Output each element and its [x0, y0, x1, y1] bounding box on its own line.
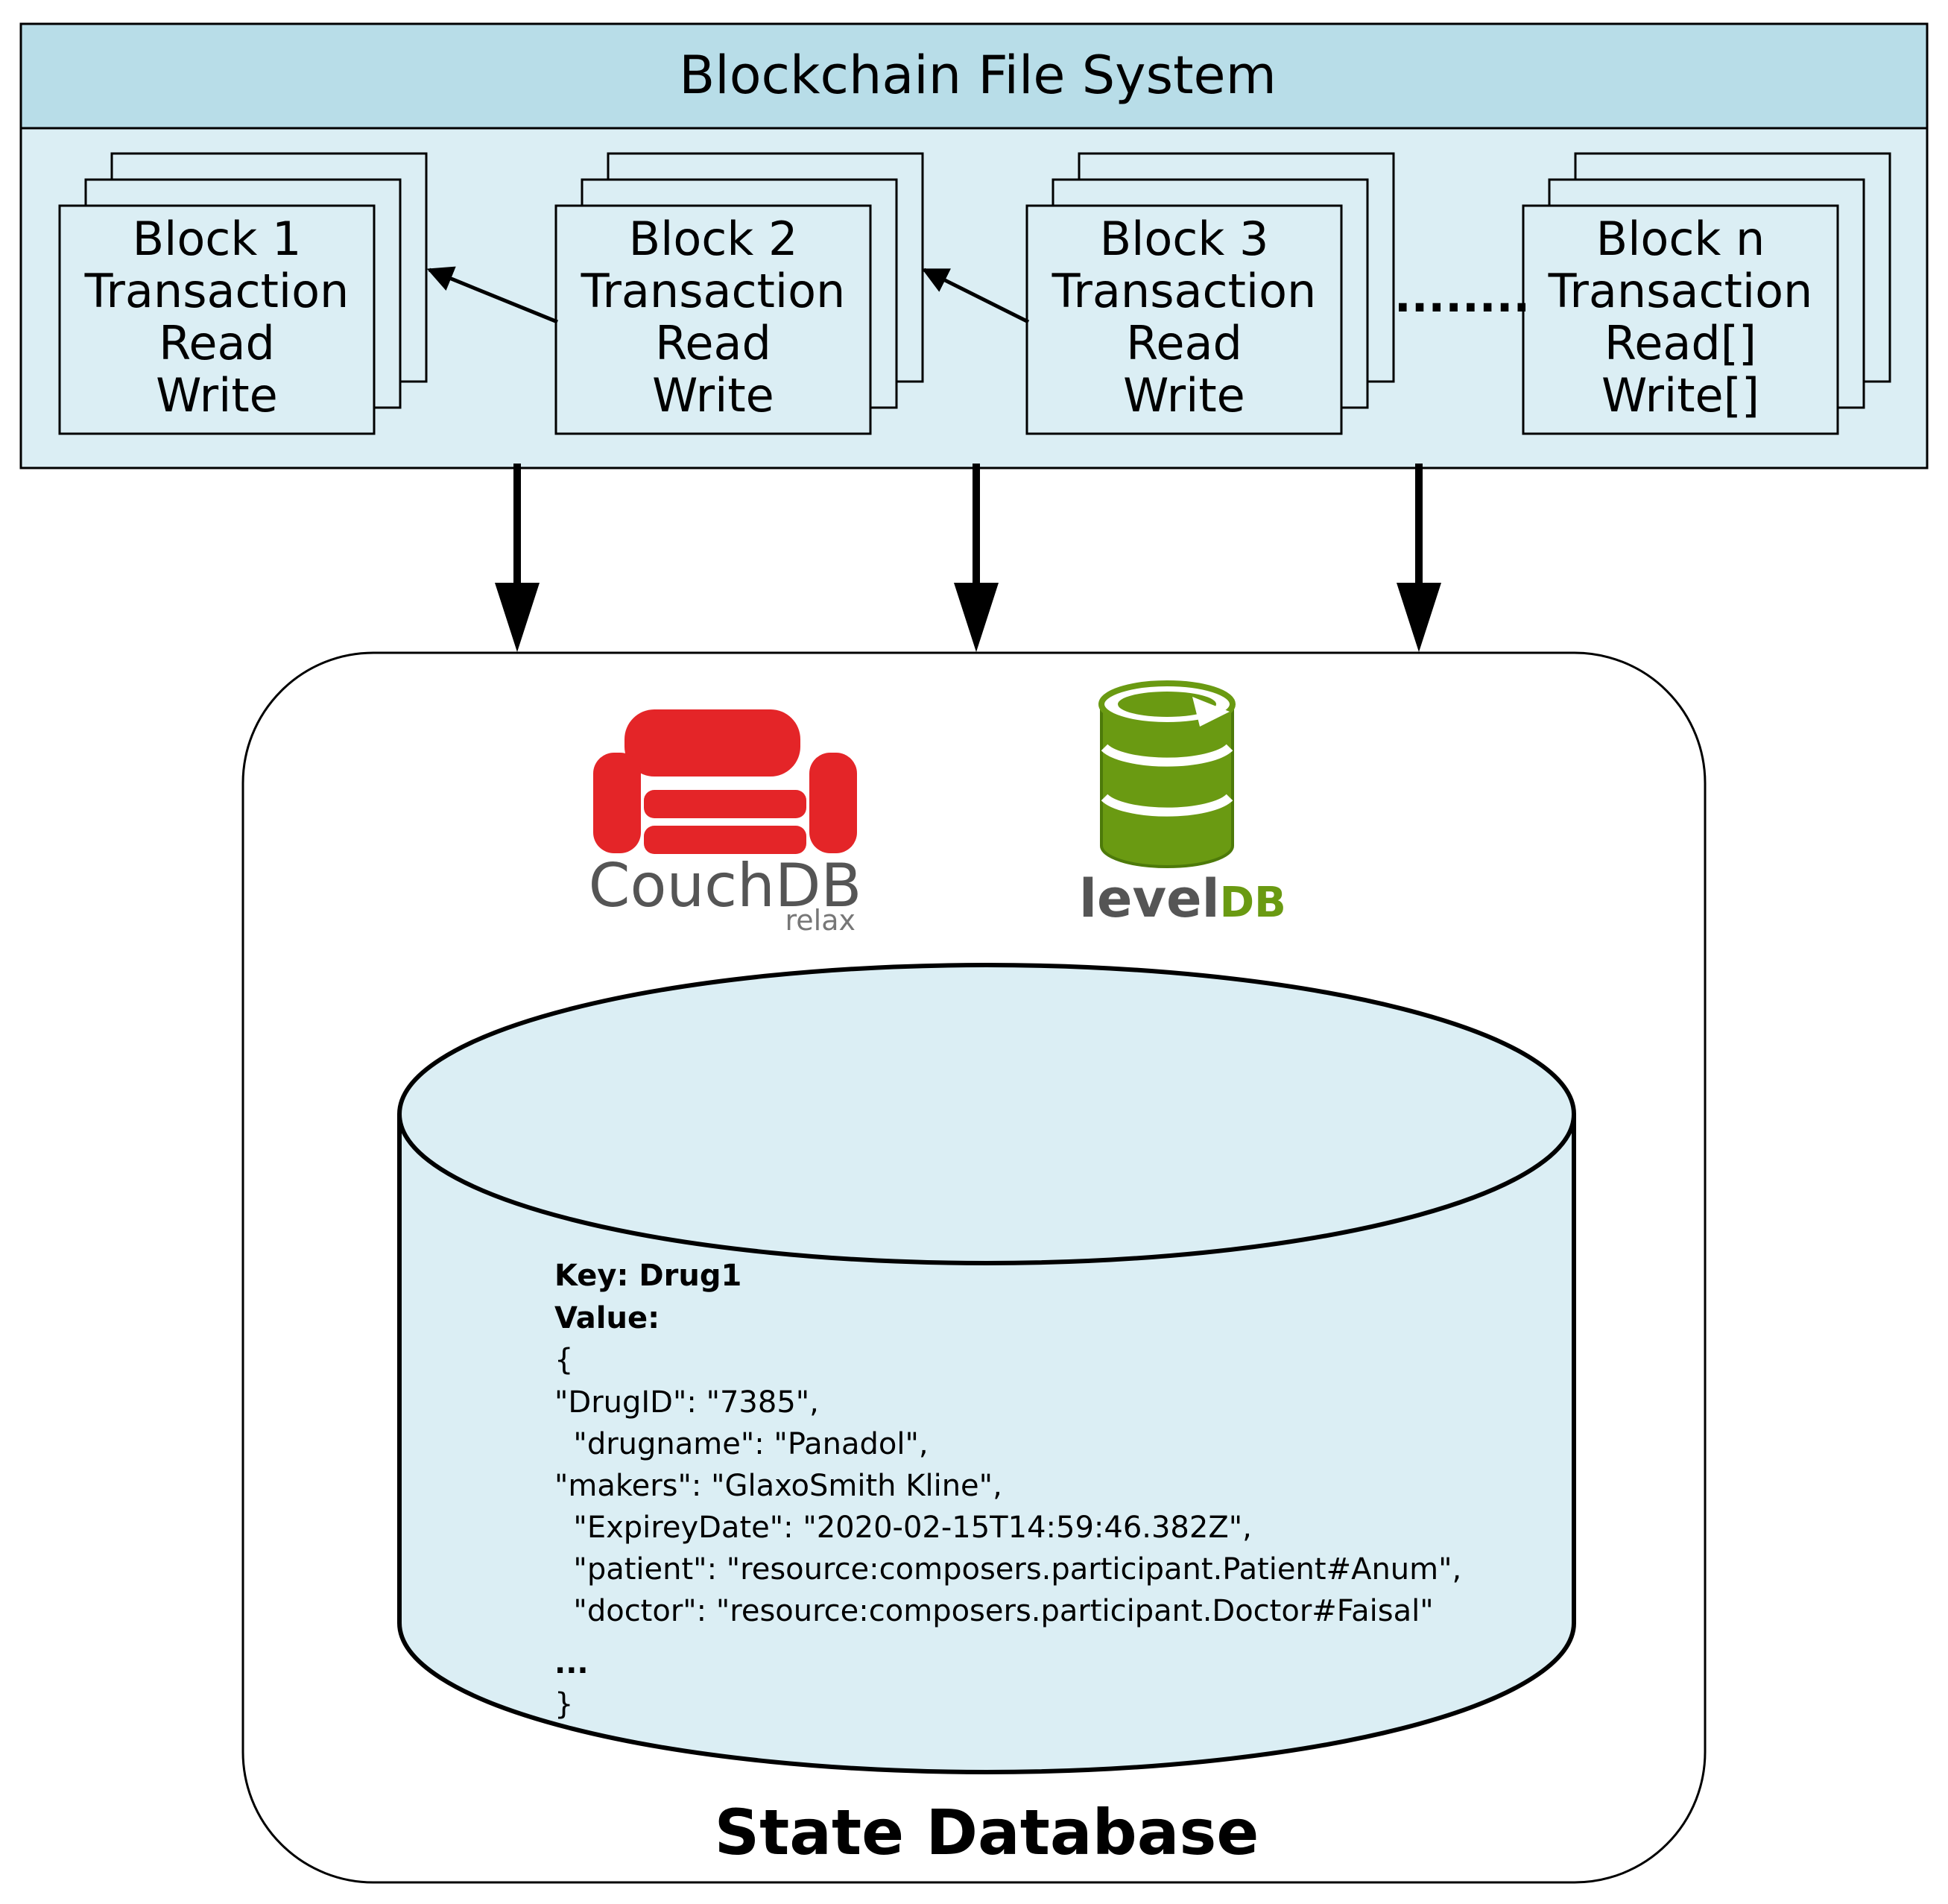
- record-field-line: "doctor": "resource:composers.participan…: [554, 1594, 1434, 1628]
- down-arrow-2: [954, 464, 999, 652]
- record-open-brace: {: [554, 1343, 573, 1377]
- chain-arrows: [426, 266, 1030, 324]
- panel-header: [19, 22, 1929, 130]
- leveldb-logo: levelDB: [1079, 680, 1286, 929]
- block-card: [554, 204, 872, 435]
- record-lines: "DrugID": "7385", "drugname": "Panadol",…: [554, 1385, 1461, 1628]
- leveldb-wordmark-level: level: [1079, 868, 1220, 929]
- chain-arrow-block2-to-block1: [426, 266, 558, 324]
- block-card: [1025, 204, 1343, 435]
- down-arrows: [495, 464, 1441, 652]
- block-card: [58, 204, 376, 435]
- down-arrow-1: [495, 464, 540, 652]
- leveldb-wordmark-db: DB: [1220, 879, 1286, 927]
- block-line: Read: [1126, 316, 1242, 370]
- record-key: Key: Drug1: [554, 1259, 741, 1293]
- leveldb-wordmark: levelDB: [1079, 868, 1286, 929]
- block-line: Transaction: [581, 264, 846, 318]
- chain-arrow-block3-to-block2: [921, 268, 1030, 324]
- panel-title: Blockchain File System: [679, 45, 1277, 106]
- record-value-label: Value:: [554, 1301, 660, 1335]
- down-arrow-3: [1397, 464, 1441, 652]
- record-field-line: "ExpireyDate": "2020-02-15T14:59:46.382Z…: [554, 1511, 1252, 1545]
- block-line: Block 1: [133, 212, 302, 266]
- block-line: Write[]: [1601, 368, 1759, 423]
- record-close-brace: }: [554, 1687, 573, 1721]
- couchdb-tagline: relax: [785, 904, 856, 937]
- database-cylinder-icon: [1098, 680, 1236, 868]
- block-card: [1522, 204, 1839, 435]
- block-line: Read: [655, 316, 771, 370]
- block-line: Read[]: [1604, 316, 1756, 370]
- block-line: Write: [156, 368, 278, 423]
- couch-icon: [593, 709, 857, 854]
- couchdb-wordmark: CouchDB: [589, 851, 862, 920]
- cylinder-body: [397, 1114, 1576, 1774]
- block-line: Read: [159, 316, 275, 370]
- record-field-line: "makers": "GlaxoSmith Kline",: [554, 1469, 1002, 1503]
- block-line: Transaction: [84, 264, 350, 318]
- block-ellipsis: ........: [1394, 271, 1530, 323]
- block-line: Block 2: [629, 212, 798, 266]
- block-line: Block 3: [1100, 212, 1269, 266]
- couchdb-logo: CouchDB relax: [589, 709, 862, 937]
- block-line: Write: [652, 368, 774, 423]
- block-line: Transaction: [1052, 264, 1317, 318]
- record-ellipsis: ...: [554, 1646, 589, 1680]
- record-field-line: "drugname": "Panadol",: [554, 1427, 929, 1461]
- state-database-title: State Database: [715, 1796, 1259, 1869]
- record-field-line: "patient": "resource:composers.participa…: [554, 1552, 1461, 1587]
- record-field-line: "DrugID": "7385",: [554, 1385, 819, 1420]
- cylinder-top: [397, 963, 1576, 1265]
- record-text: Key: Drug1 Value: { "DrugID": "7385", "d…: [554, 1259, 1461, 1721]
- block-line: Write: [1123, 368, 1245, 423]
- database-cylinder: [397, 963, 1576, 1774]
- block-line: Block n: [1596, 212, 1765, 266]
- block-line: Transaction: [1548, 264, 1813, 318]
